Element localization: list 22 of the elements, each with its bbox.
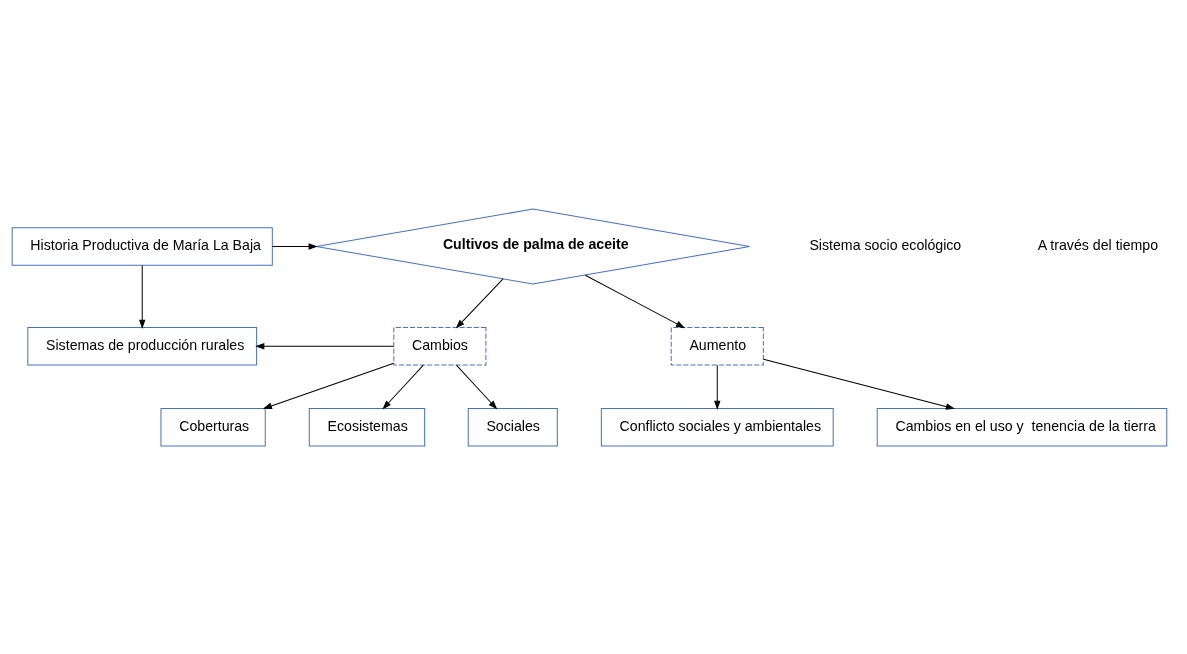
arrow <box>139 264 146 329</box>
node-box: Sistemas de producción rurales <box>27 326 258 365</box>
node-box: Aumento <box>670 326 764 365</box>
node-box: Historia Productiva de María La Baja <box>11 226 273 266</box>
arrow <box>255 342 395 349</box>
node-box: Cambios en el uso y tenencia de la tierra <box>876 407 1168 446</box>
node-box: Coberturas <box>160 407 266 446</box>
node-box: Cambios <box>393 326 487 365</box>
node-box: Conflicto sociales y ambientales <box>600 407 834 446</box>
node-box: Ecosistemas <box>308 407 426 446</box>
label: A través del tiempo <box>1037 236 1159 253</box>
label: Sistema socio ecológico <box>809 236 962 253</box>
arrow <box>584 274 686 328</box>
arrow <box>455 364 498 409</box>
node-diamond: Cultivos de palma de aceite <box>315 208 751 284</box>
node-box: Sociales <box>467 407 558 446</box>
arrow <box>262 362 395 409</box>
arrow <box>271 242 318 250</box>
arrow <box>455 277 504 329</box>
arrow <box>714 364 721 410</box>
arrow <box>382 364 424 409</box>
arrow <box>763 358 955 410</box>
